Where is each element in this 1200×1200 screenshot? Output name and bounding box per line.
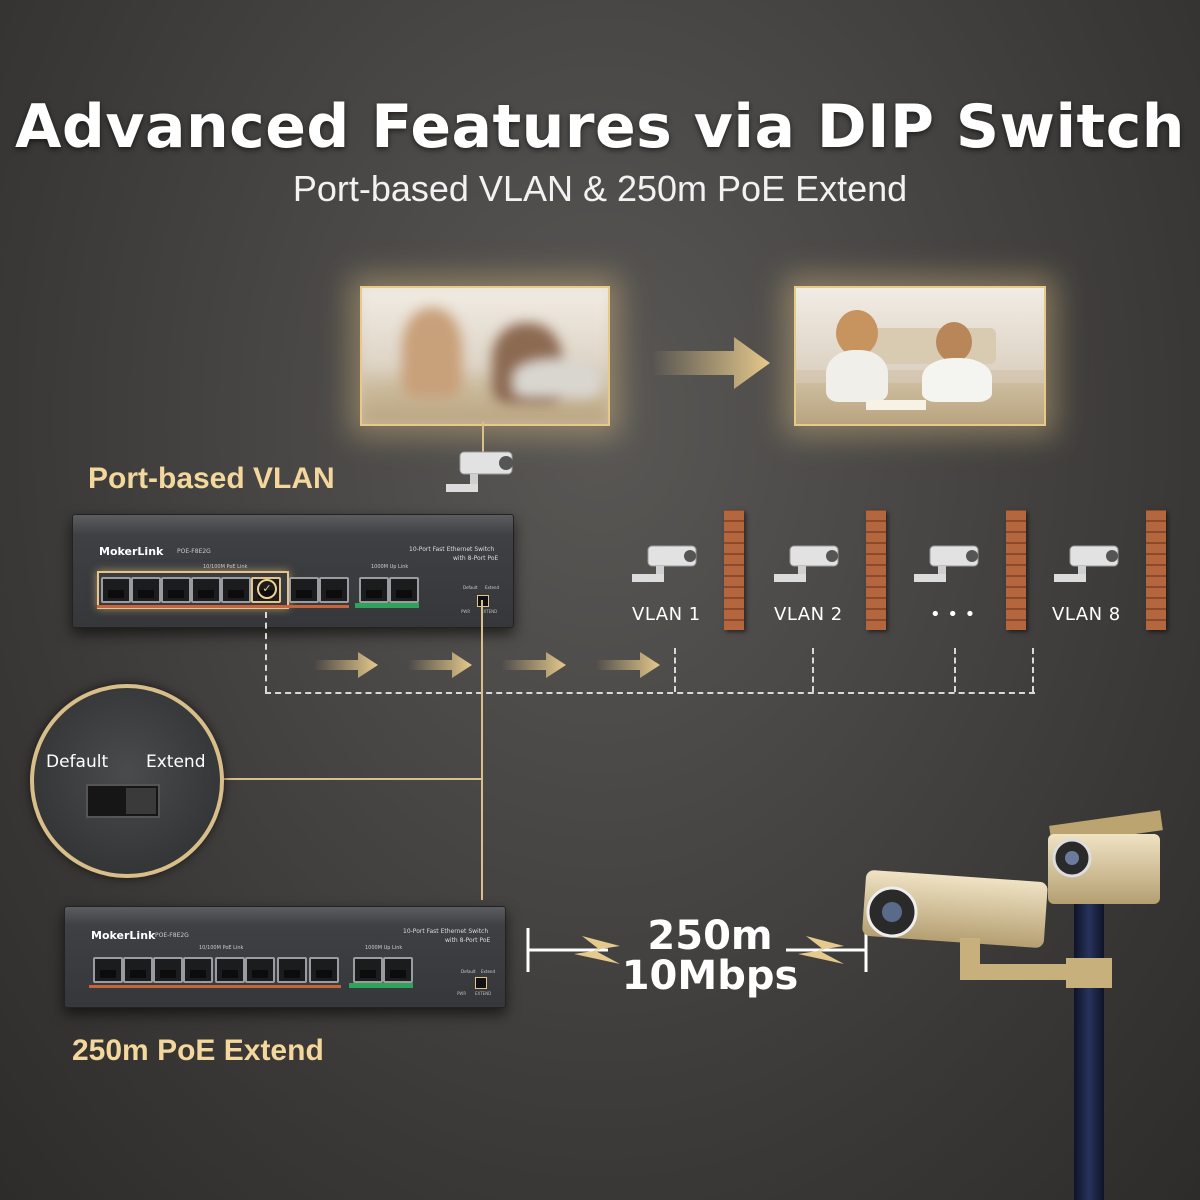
dip-switch-mini[interactable] (475, 977, 487, 989)
dip-extend-label: Extend (146, 752, 206, 772)
poe-port (191, 577, 221, 603)
poe-port-bar (89, 985, 341, 988)
poe-port (131, 577, 161, 603)
led-extend: EXTEND (481, 609, 498, 614)
switch-description-1: 10-Port Fast Ethernet Switch (409, 546, 495, 553)
poe-port (153, 957, 183, 983)
dip-connector-line (220, 778, 482, 780)
page-subtitle: Port-based VLAN & 250m PoE Extend (292, 168, 908, 209)
dip-switch-closeup: Default Extend (30, 684, 224, 878)
uplink-port (383, 957, 413, 983)
vlan-ellipsis-label: • • • (930, 604, 976, 625)
vlan-port-highlight (97, 571, 289, 609)
poe-port (289, 577, 319, 603)
dip-switch-mini[interactable] (477, 595, 489, 607)
switch-brand: MokerLink (99, 545, 164, 558)
uplink-port-bar (355, 603, 419, 608)
poe-port-bar (97, 605, 349, 608)
poe-port (93, 957, 123, 983)
uplink-port (389, 577, 419, 603)
poe-port (319, 577, 349, 603)
distance-label: 250m (647, 913, 773, 959)
extend-section-label: 250m PoE Extend (72, 1034, 324, 1067)
poe-ports-label: 10/100M PoE Link (203, 564, 248, 570)
flow-arrow-icon (596, 652, 660, 678)
poe-port (309, 957, 339, 983)
page-title: Advanced Features via DIP Switch (14, 92, 1186, 162)
vlan-8-label: VLAN 8 (1052, 604, 1121, 625)
poe-port (161, 577, 191, 603)
security-camera-icon (914, 545, 979, 582)
security-camera-icon (446, 451, 513, 492)
wall-brick (1006, 510, 1026, 630)
flow-arrow-icon (502, 652, 566, 678)
vlan-path-line (265, 612, 267, 692)
led-extend: EXTEND (475, 991, 492, 996)
dip-label-default: Default (461, 969, 476, 974)
dip-label-extend: Extend (481, 969, 495, 974)
distance-indicator (526, 928, 868, 972)
switch-model: POE-F8E2G (155, 932, 189, 939)
outdoor-cameras-on-pole (862, 810, 1163, 1200)
check-icon: ✓ (257, 579, 277, 599)
poe-port (101, 577, 131, 603)
led-pwr: PWR (457, 991, 467, 996)
poe-port (221, 577, 251, 603)
flow-arrow-icon (314, 652, 378, 678)
uplink-port (359, 577, 389, 603)
vlan-path-line (812, 648, 814, 692)
uplink-label: 1000M Up Link (365, 945, 403, 951)
poe-switch-bottom: MokerLink POE-F8E2G 10-Port Fast Etherne… (64, 906, 506, 1008)
security-camera-icon (632, 545, 697, 582)
vlan-path-line (674, 648, 676, 692)
wall-brick (1146, 510, 1166, 630)
uplink-label: 1000M Up Link (371, 564, 409, 570)
vlan-path-line (954, 648, 956, 692)
switch-model: POE-F8E2G (177, 548, 211, 555)
uplink-port (353, 957, 383, 983)
poe-port (245, 957, 275, 983)
flow-arrow-icon (408, 652, 472, 678)
arrow-right-icon (652, 337, 770, 389)
dip-default-label: Default (46, 752, 109, 772)
security-camera-icon (1054, 545, 1119, 582)
poe-port (215, 957, 245, 983)
dip-toggle[interactable] (86, 784, 160, 818)
connector-line (482, 422, 484, 452)
blurry-video-frame (360, 286, 610, 426)
switch-description-1: 10-Port Fast Ethernet Switch (403, 928, 489, 935)
security-camera-icon (774, 545, 839, 582)
switch-description-2: with 8-Port PoE (445, 937, 491, 944)
wall-brick (866, 510, 886, 630)
uplink-port-bar (349, 983, 413, 988)
poe-port (183, 957, 213, 983)
dip-label-default: Default (463, 585, 478, 590)
poe-port (123, 957, 153, 983)
vlan-2-label: VLAN 2 (774, 604, 843, 625)
wall-brick (724, 510, 744, 630)
vlan-section-label: Port-based VLAN (88, 462, 335, 495)
clear-video-frame (794, 286, 1046, 426)
speed-label: 10Mbps (621, 953, 799, 999)
poe-port (277, 957, 307, 983)
poe-ports-label: 10/100M PoE Link (199, 945, 244, 951)
vlan-path-line (265, 692, 1035, 694)
dip-label-extend: Extend (485, 585, 499, 590)
led-pwr: PWR (461, 609, 471, 614)
vlan-1-label: VLAN 1 (632, 604, 701, 625)
switch-brand: MokerLink (91, 929, 156, 942)
poe-switch-top: MokerLink POE-F8E2G 10-Port Fast Etherne… (72, 514, 514, 628)
switch-description-2: with 8-Port PoE (453, 555, 499, 562)
dip-connector-line (481, 600, 483, 900)
vlan-path-line (1032, 648, 1034, 692)
